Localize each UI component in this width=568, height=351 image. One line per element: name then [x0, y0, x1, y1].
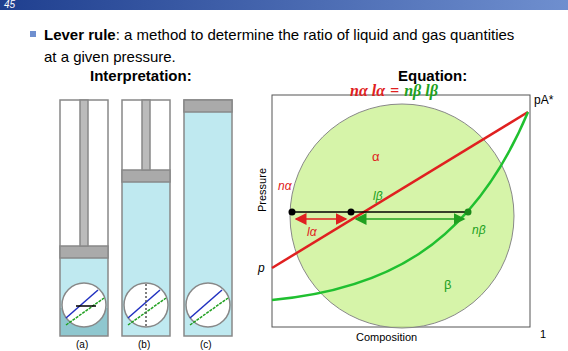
axis-title: Pressure — [256, 168, 268, 212]
bullet-text: Lever rule: a method to determine the ra… — [44, 24, 524, 68]
equation-part: nβ lβ — [404, 82, 438, 100]
term: Lever rule — [44, 26, 116, 43]
heading: Interpretation: — [90, 68, 192, 85]
cylinders — [60, 100, 232, 336]
axis-title: Composition — [356, 331, 417, 343]
panel-label: (b) — [138, 339, 150, 350]
heading: Equation: — [398, 68, 467, 85]
length-label: lβ — [372, 190, 384, 203]
header-bar — [0, 0, 568, 10]
phase-label: α — [372, 150, 380, 164]
bullet — [30, 31, 36, 37]
panel-label: (a) — [76, 339, 88, 350]
equation-part: = — [390, 82, 399, 100]
phase-diagram — [272, 95, 530, 328]
length-label: lα — [306, 226, 318, 239]
phase-label: β — [444, 278, 451, 292]
axis-label: pA* — [534, 94, 553, 107]
amount-label: nα — [278, 180, 292, 193]
axis-label: 1 — [540, 328, 546, 340]
panel-label: (c) — [200, 339, 212, 350]
equation: nα lα = nβ lβ — [350, 82, 438, 100]
equation-part: nα lα — [350, 82, 385, 100]
slide-number: 45 — [4, 0, 15, 10]
axis-label: p — [258, 262, 265, 275]
amount-label: nβ — [472, 224, 486, 237]
